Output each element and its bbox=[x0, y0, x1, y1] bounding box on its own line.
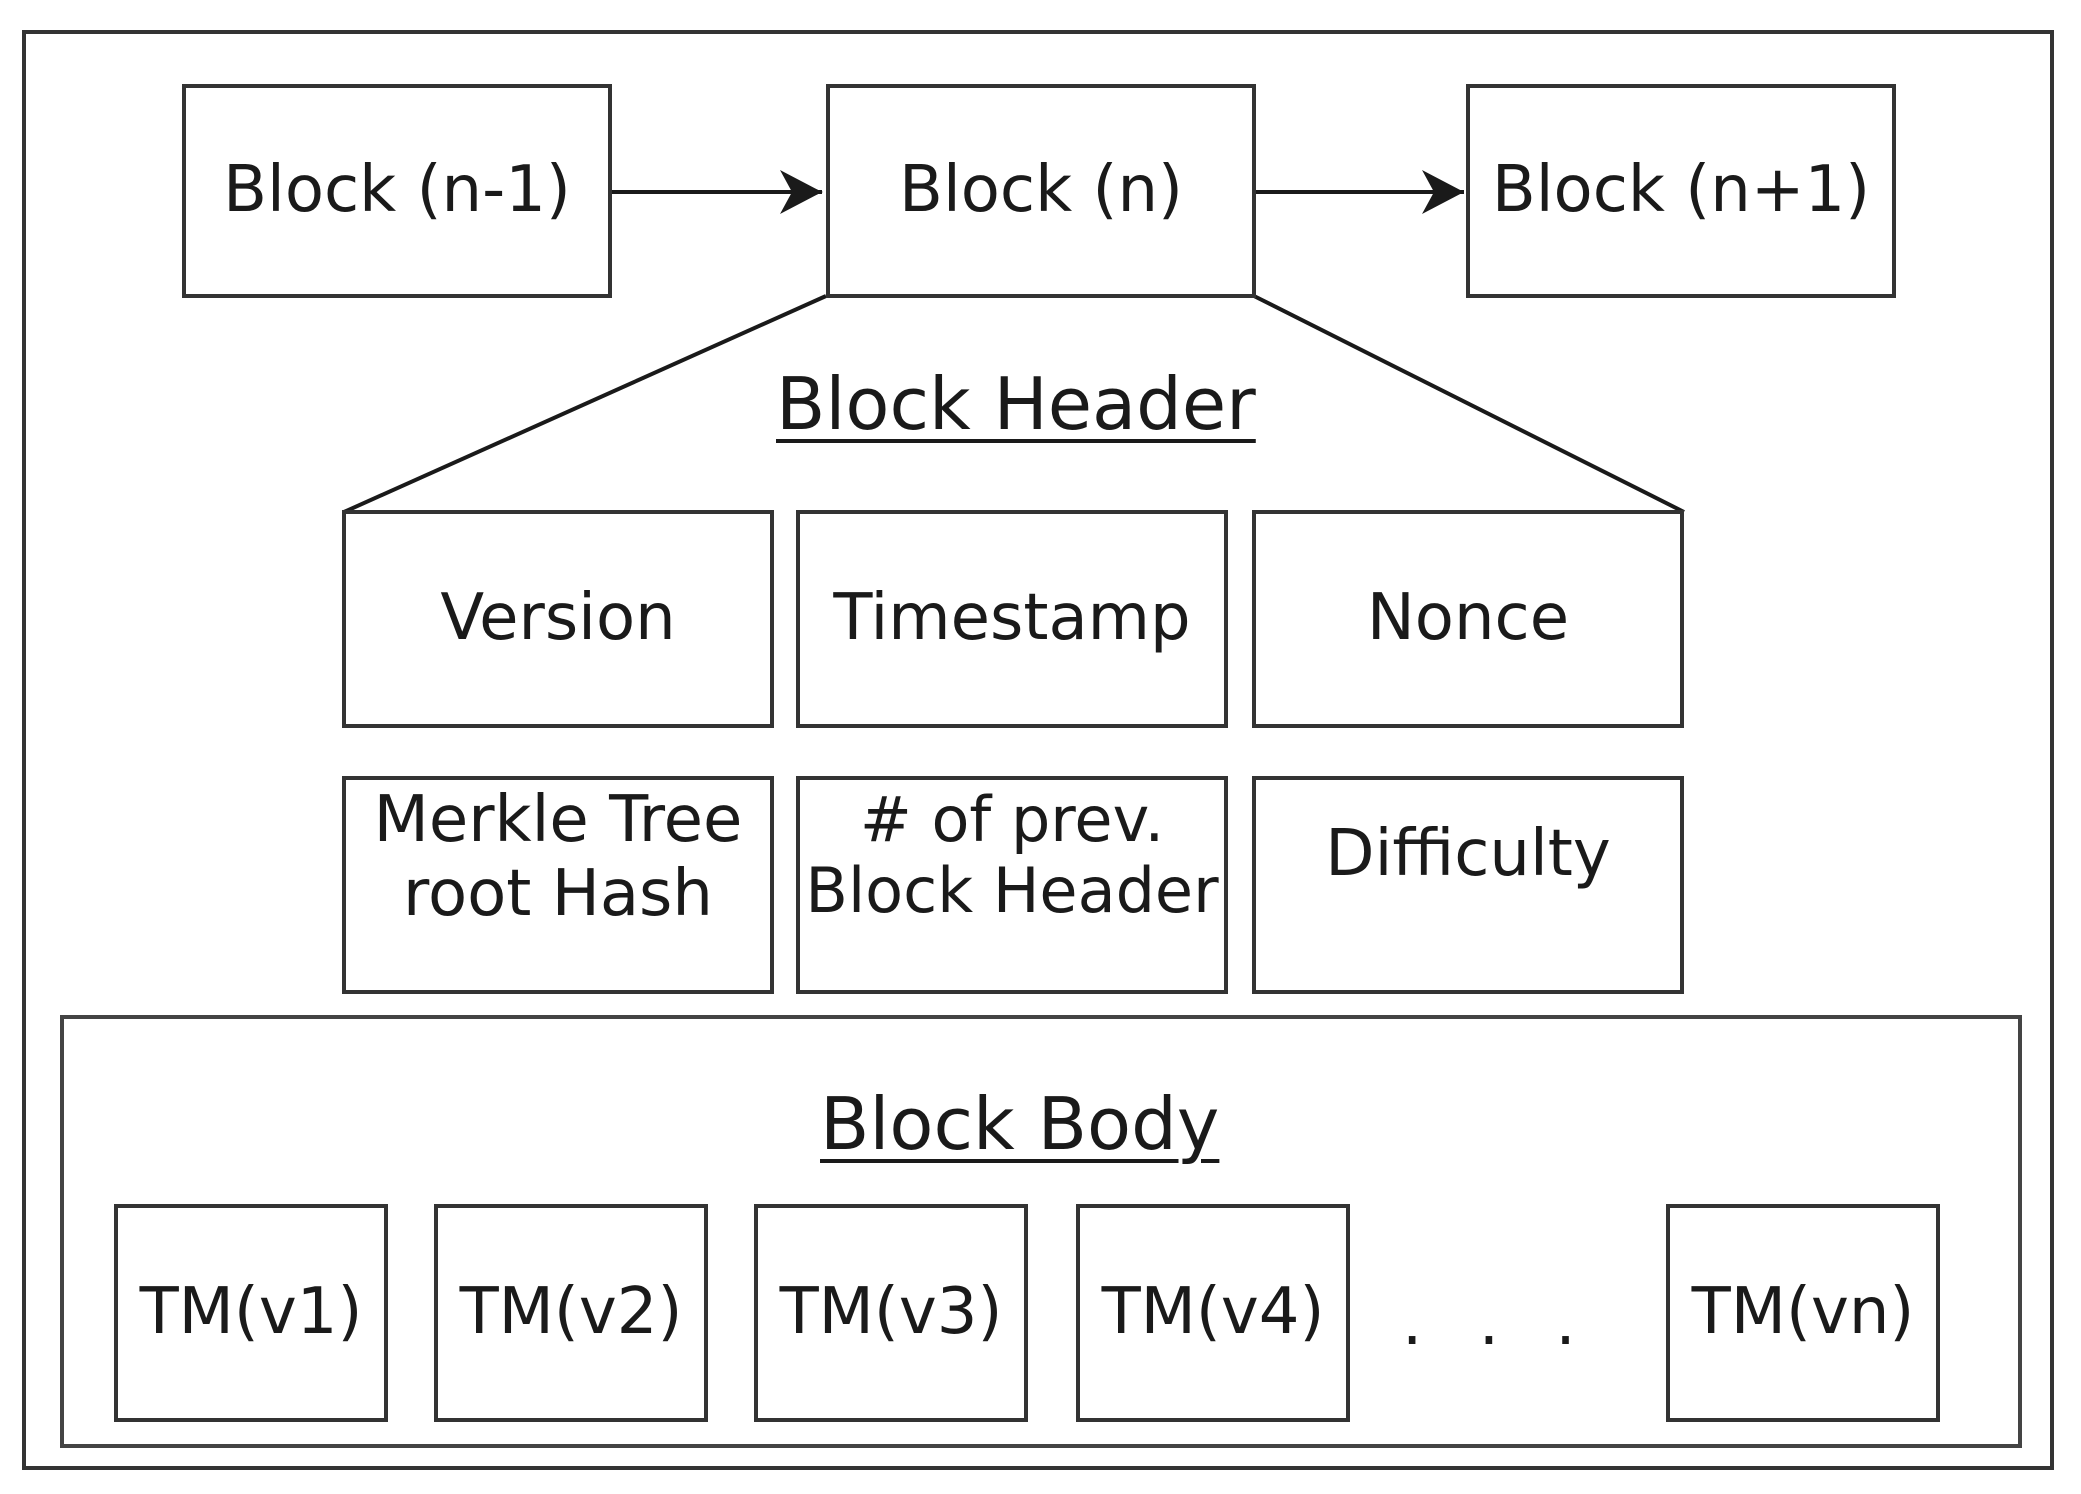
diagram-frame bbox=[22, 30, 2054, 1470]
transaction-box: TM(v3) bbox=[754, 1204, 1028, 1422]
transaction-label: TM(v3) bbox=[779, 1275, 1003, 1350]
field-timestamp-label: Timestamp bbox=[833, 581, 1191, 656]
transaction-box: TM(v2) bbox=[434, 1204, 708, 1422]
arrowhead-next bbox=[1422, 170, 1464, 214]
transaction-label: TM(v4) bbox=[1101, 1275, 1325, 1350]
field-prev-hash: # of prev. Block Header bbox=[796, 776, 1228, 994]
block-header-title: Block Header bbox=[776, 362, 1256, 446]
field-timestamp: Timestamp bbox=[796, 510, 1228, 728]
block-prev: Block (n-1) bbox=[182, 84, 612, 298]
transaction-box: TM(v4) bbox=[1076, 1204, 1350, 1422]
field-difficulty-label: Difficulty bbox=[1325, 817, 1611, 891]
block-current: Block (n) bbox=[826, 84, 1256, 298]
transaction-box: TM(vn) bbox=[1666, 1204, 1940, 1422]
field-version-label: Version bbox=[440, 581, 676, 656]
field-nonce-label: Nonce bbox=[1366, 581, 1570, 656]
transaction-label: TM(vn) bbox=[1691, 1275, 1915, 1350]
block-body-title: Block Body bbox=[820, 1082, 1220, 1166]
field-merkle-root: Merkle Tree root Hash bbox=[342, 776, 774, 994]
block-current-label: Block (n) bbox=[899, 153, 1183, 228]
transaction-label: TM(v2) bbox=[459, 1275, 683, 1350]
field-merkle-root-label: Merkle Tree root Hash bbox=[373, 783, 743, 931]
field-version: Version bbox=[342, 510, 774, 728]
field-prev-hash-label: # of prev. Block Header bbox=[805, 783, 1219, 928]
block-prev-label: Block (n-1) bbox=[223, 153, 571, 228]
expand-line-right bbox=[1253, 294, 1685, 514]
block-next-label: Block (n+1) bbox=[1491, 153, 1871, 228]
arrowhead-prev bbox=[780, 170, 822, 214]
field-difficulty: Difficulty bbox=[1252, 776, 1684, 994]
field-nonce: Nonce bbox=[1252, 510, 1684, 728]
transaction-box: TM(v1) bbox=[114, 1204, 388, 1422]
block-body-frame bbox=[60, 1015, 2022, 1448]
transaction-label: TM(v1) bbox=[139, 1275, 363, 1350]
transaction-ellipsis: . . . bbox=[1402, 1286, 1594, 1360]
block-next: Block (n+1) bbox=[1466, 84, 1896, 298]
expand-line-left bbox=[343, 294, 827, 514]
